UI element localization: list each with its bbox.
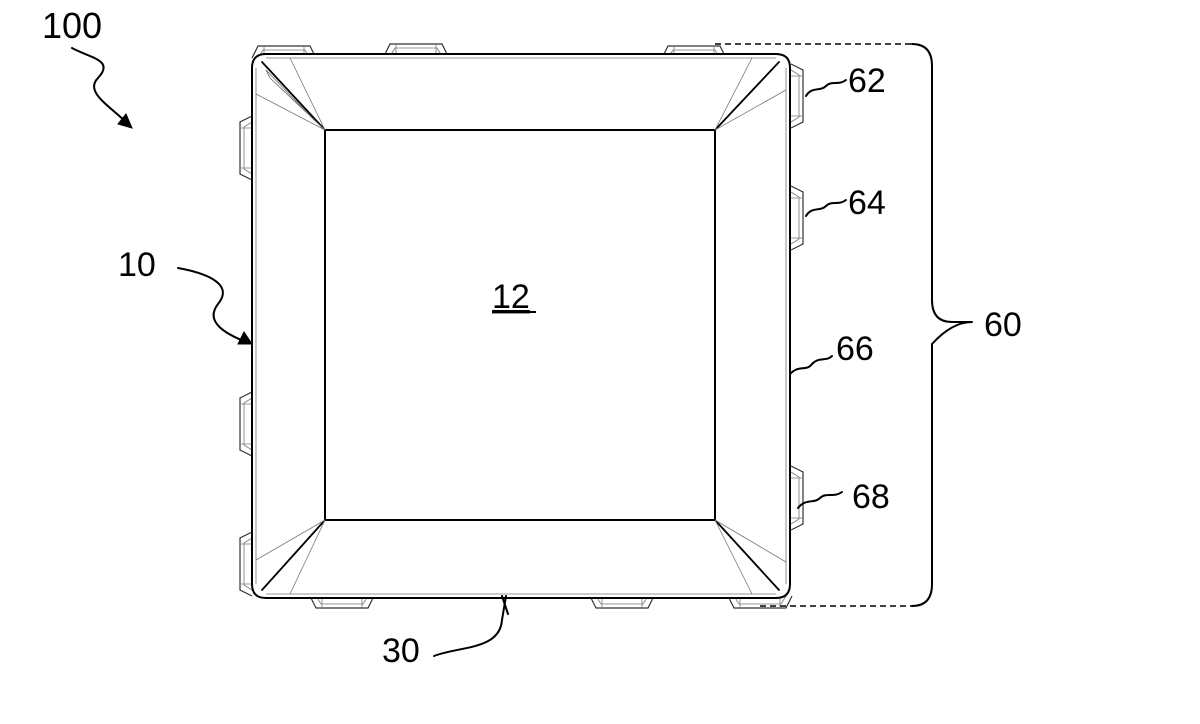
label-60: 60 [984,306,1022,344]
lead-left-1 [239,115,253,181]
top-surface [324,129,716,521]
package-body [251,53,791,599]
label-62: 62 [848,62,886,100]
leader-lines [71,47,847,657]
label-64: 64 [848,184,886,222]
label-10: 10 [118,246,156,284]
lead-right-2 [790,185,804,251]
label-68: 68 [852,478,890,516]
lead-left-3 [239,531,253,597]
lead-left-2 [239,391,253,457]
label-12: 12 [492,278,530,316]
lead-right-3 [790,465,804,531]
lead-group-bracket [715,43,973,607]
lead-right-1 [790,63,804,129]
label-66: 66 [836,330,874,368]
label-30: 30 [382,632,420,670]
label-100: 100 [42,5,102,46]
